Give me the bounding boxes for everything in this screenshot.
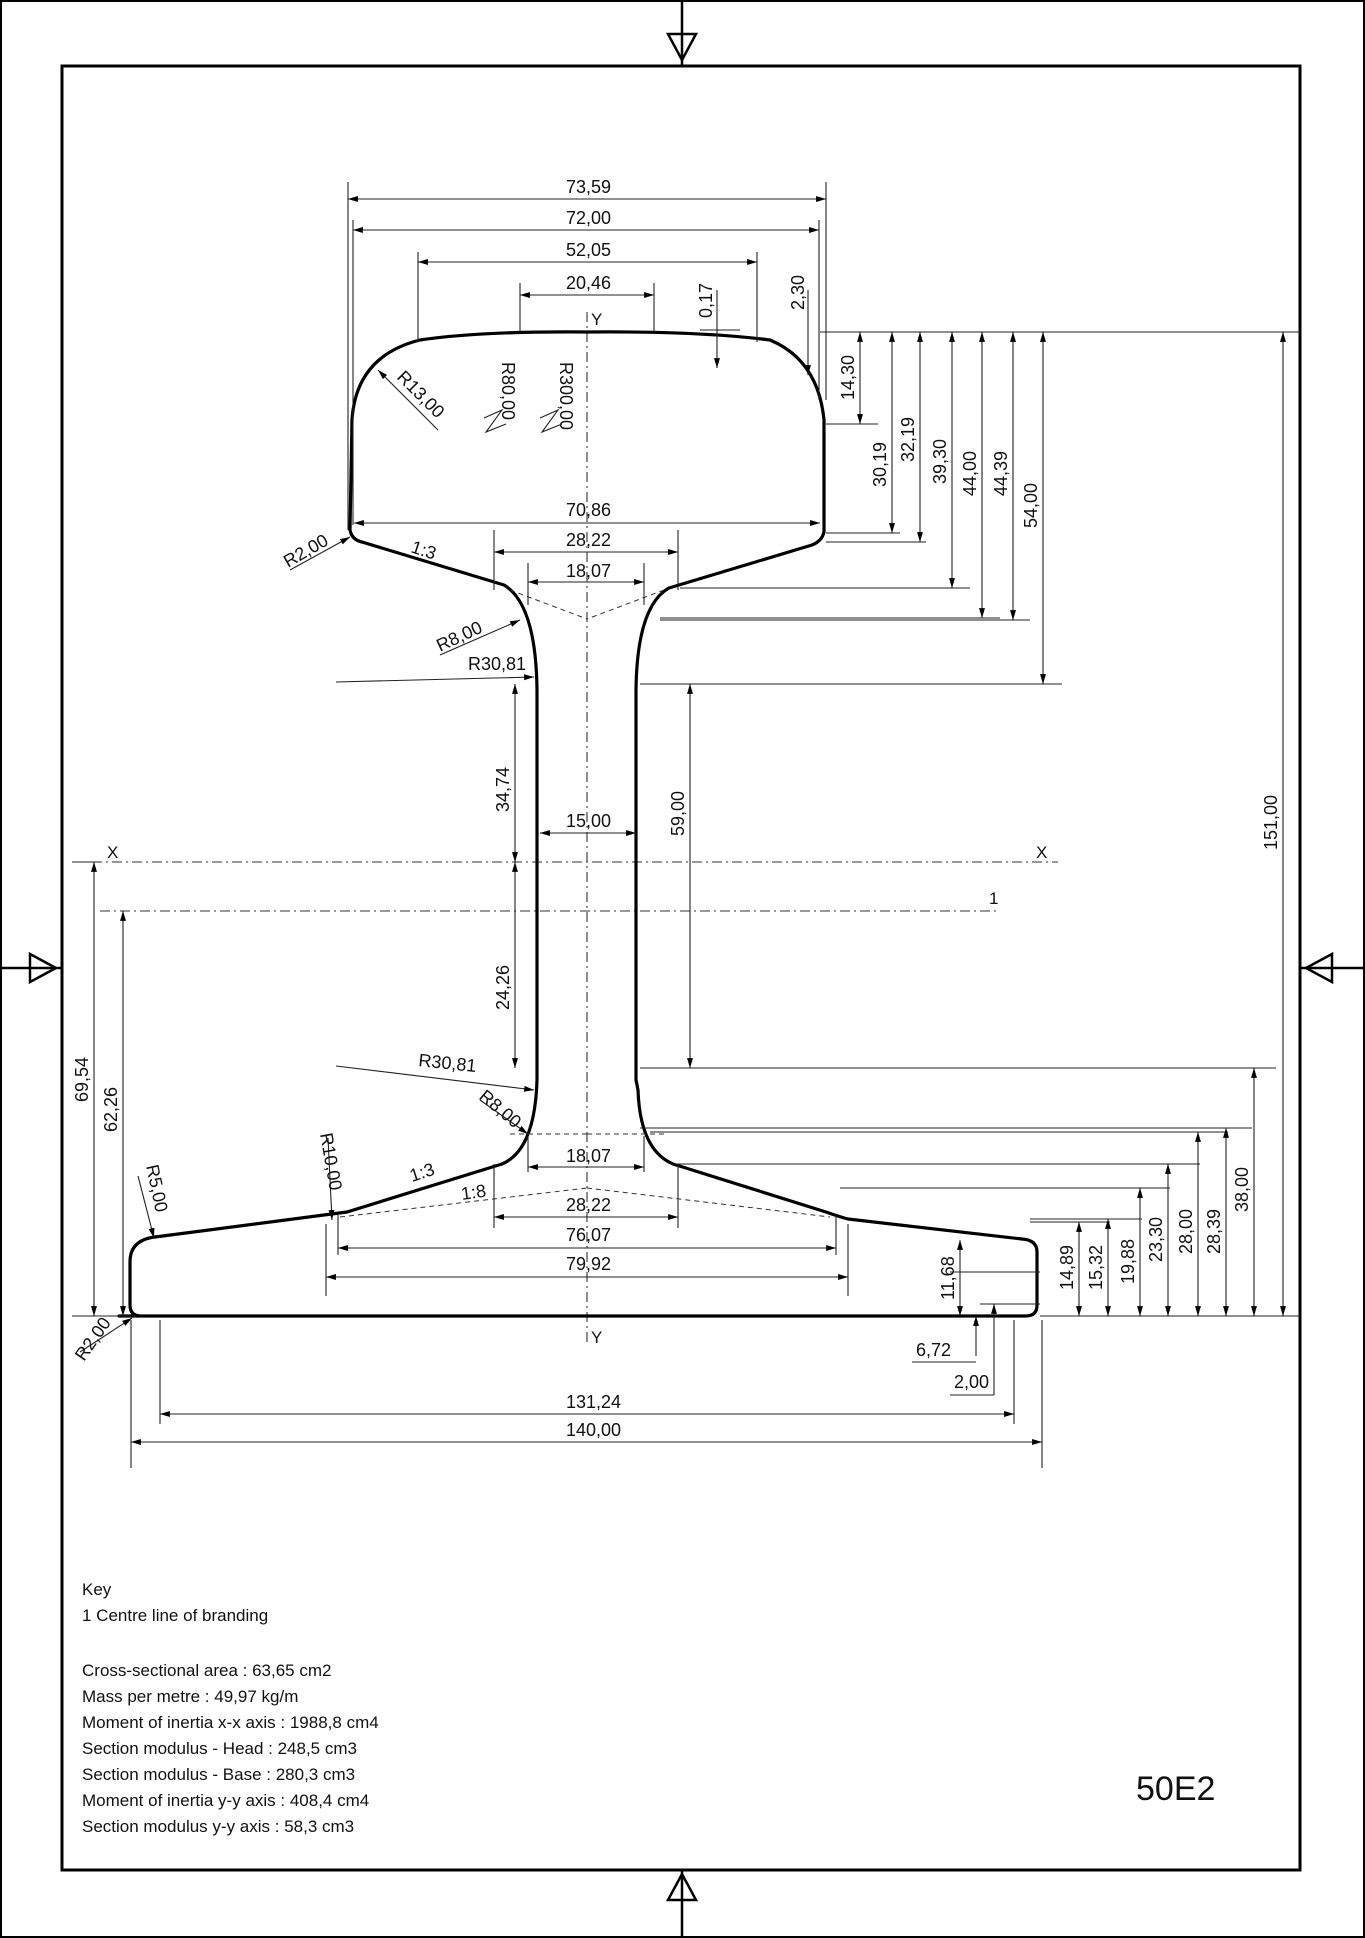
slope-bot: 1:3 <box>407 1159 437 1186</box>
key-block: Key 1 Centre line of branding Cross-sect… <box>82 1580 379 1836</box>
dim-28-00: 28,00 <box>1176 1209 1196 1254</box>
key-mass: Mass per metre : 49,97 kg/m <box>82 1687 298 1706</box>
key-ixx: Moment of inertia x-x axis : 1988,8 cm4 <box>82 1713 379 1732</box>
dim-34-74: 34,74 <box>493 767 513 812</box>
dim-r80: R80,00 <box>498 362 518 420</box>
slope-18: 1:8 <box>460 1181 488 1204</box>
dim-18-07-top: 18,07 <box>566 561 611 581</box>
right-head-extensions <box>640 331 1300 685</box>
dim-2-00: 2,00 <box>954 1372 989 1392</box>
drawing-frame <box>60 64 1302 1872</box>
r30-top-leader <box>335 674 535 683</box>
dim-2-30: 2,30 <box>788 275 808 310</box>
r2-bot-leader <box>79 1317 133 1353</box>
dim-0-17: 0,17 <box>696 283 716 318</box>
r30-bot-leader <box>335 1065 535 1092</box>
dim-14-89: 14,89 <box>1057 1245 1077 1290</box>
dim-39-30: 39,30 <box>930 439 950 484</box>
dim-151-00: 151,00 <box>1261 795 1281 850</box>
dim-r13: R13,00 <box>393 367 448 422</box>
r80-break <box>483 408 507 434</box>
key-area: Cross-sectional area : 63,65 cm2 <box>82 1661 331 1680</box>
dim-72-00: 72,00 <box>566 208 611 228</box>
top-extension-lines <box>347 182 827 530</box>
key-base-modulus: Section modulus - Base : 280,3 cm3 <box>82 1765 355 1784</box>
r13-leader <box>377 369 439 431</box>
dim-73-59: 73,59 <box>566 177 611 197</box>
dim-76-07: 76,07 <box>566 1225 611 1245</box>
dim-r300: R300,00 <box>556 362 576 430</box>
dim-r5: R5,00 <box>142 1163 172 1214</box>
x-axis-label-left: X <box>107 843 118 862</box>
dim-r30-81-bot: R30,81 <box>418 1050 478 1076</box>
y-axis-label-top: Y <box>591 310 602 329</box>
dim-20-46: 20,46 <box>566 273 611 293</box>
dim-140-00: 140,00 <box>566 1420 621 1440</box>
y-axis-label-bottom: Y <box>591 1328 602 1347</box>
dim-23-30: 23,30 <box>1146 1217 1166 1262</box>
r8-top-leader <box>439 619 521 656</box>
dim-11-68: 11,68 <box>938 1256 958 1300</box>
dim-r8-bot: R8,00 <box>475 1086 525 1132</box>
dim-19-88: 19,88 <box>1118 1239 1138 1284</box>
profile-title: 50E2 <box>1136 1770 1215 1808</box>
dim-28-22-top: 28,22 <box>566 530 611 550</box>
dim-r8-top: R8,00 <box>433 617 485 655</box>
r10-leader <box>327 1137 335 1221</box>
web-guides <box>339 589 831 1218</box>
r5-leader <box>137 1175 155 1239</box>
dim-r2-bot: R2,00 <box>71 1313 115 1364</box>
key-item-1: 1 Centre line of branding <box>82 1606 268 1625</box>
r2-top-leader <box>289 536 351 571</box>
dim-44-00: 44,00 <box>960 451 980 496</box>
dim-52-05: 52,05 <box>566 240 611 260</box>
dim-70-86: 70,86 <box>566 500 611 520</box>
dim-69-54: 69,54 <box>72 1057 92 1102</box>
key-iyy: Moment of inertia y-y axis : 408,4 cm4 <box>82 1791 369 1810</box>
dim-79-92: 79,92 <box>566 1254 611 1274</box>
dim-28-39: 28,39 <box>1204 1209 1224 1254</box>
dim-r10: R10,00 <box>316 1131 346 1192</box>
dim-18-07-bot: 18,07 <box>566 1146 611 1166</box>
r8-bot-leader <box>479 1099 529 1135</box>
dim-r2-top: R2,00 <box>280 530 332 571</box>
key-head-modulus: Section modulus - Head : 248,5 cm3 <box>82 1739 357 1758</box>
dim-14-30: 14,30 <box>838 355 858 400</box>
dim-131-24: 131,24 <box>566 1392 621 1412</box>
key-heading: Key <box>82 1580 112 1599</box>
dim-6-72: 6,72 <box>916 1340 951 1360</box>
dim-54-00: 54,00 <box>1021 483 1041 528</box>
dim-24-26: 24,26 <box>493 965 513 1010</box>
dim-62-26: 62,26 <box>101 1087 121 1132</box>
branding-line-label: 1 <box>989 889 998 908</box>
slope-top: 1:3 <box>409 537 439 564</box>
dim-28-22-bot: 28,22 <box>566 1195 611 1215</box>
rail-profile <box>117 330 1039 1318</box>
right-foot-extensions <box>640 1067 1300 1317</box>
key-wyy: Section modulus y-y axis : 58,3 cm3 <box>82 1817 354 1836</box>
dim-59-00: 59,00 <box>668 791 688 836</box>
dim-30-19: 30,19 <box>870 442 890 487</box>
r300-break <box>539 408 563 434</box>
dim-32-19: 32,19 <box>898 417 918 462</box>
dim-38-00: 38,00 <box>1232 1167 1252 1212</box>
x-axis-label-right: X <box>1036 843 1047 862</box>
dim-44-39: 44,39 <box>991 451 1011 496</box>
dim-r30-81-top: R30,81 <box>468 654 526 674</box>
dim-15-32: 15,32 <box>1086 1245 1106 1290</box>
dim-15-00: 15,00 <box>566 811 611 831</box>
